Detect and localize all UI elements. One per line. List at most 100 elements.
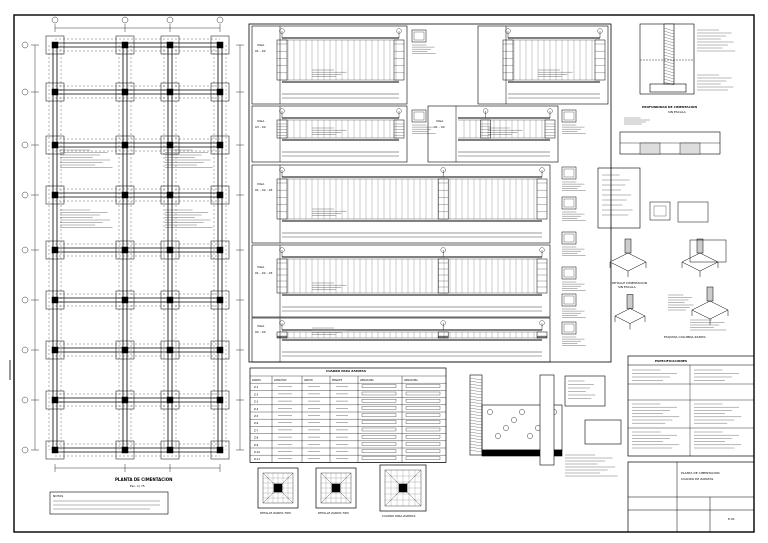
column xyxy=(166,246,174,254)
footing xyxy=(160,340,180,360)
column xyxy=(166,396,174,404)
grid-bubble xyxy=(21,446,29,454)
column xyxy=(166,191,174,199)
footing xyxy=(210,440,230,460)
footing xyxy=(160,82,180,102)
axis-bubble xyxy=(539,320,545,326)
beam-axes: 01 - 02 - 03 xyxy=(255,188,273,192)
column xyxy=(51,88,59,96)
footing xyxy=(210,290,230,310)
grid-bubble xyxy=(51,16,59,24)
section-scale: SIN ESCALA xyxy=(668,110,687,114)
grid-bubble xyxy=(21,141,29,149)
column xyxy=(166,88,174,96)
wall-foundation-detail xyxy=(469,374,622,477)
footing xyxy=(115,390,135,410)
footing-detail-label: CUADRO PARA ZAPATAS xyxy=(382,514,416,518)
axis-bubble xyxy=(279,108,285,114)
axis-bubble xyxy=(396,108,402,114)
grid-bubble xyxy=(166,16,174,24)
footing xyxy=(45,290,65,310)
column xyxy=(216,246,224,254)
footing-detail-label: DETALLE ZAPATA TIPO xyxy=(260,511,292,515)
footing xyxy=(115,135,135,155)
footing xyxy=(115,290,135,310)
column xyxy=(166,346,174,354)
cuadro-cell: Z-11 xyxy=(254,457,260,461)
column xyxy=(216,191,224,199)
footing xyxy=(115,35,135,55)
column xyxy=(51,191,59,199)
title-block-sheet: E-01 xyxy=(728,517,735,521)
right-details xyxy=(597,23,736,331)
footing xyxy=(210,135,230,155)
section-title: PROFUNDIDAD DE CIMENTACION xyxy=(642,105,697,109)
cuadro-header: ARMADURA xyxy=(360,379,374,382)
footing xyxy=(45,135,65,155)
footing xyxy=(45,340,65,360)
cuadro-cell: Z-8 xyxy=(254,436,259,440)
beam-axes: 01 - 04 xyxy=(434,125,445,129)
column xyxy=(121,191,129,199)
footing xyxy=(115,240,135,260)
column xyxy=(51,141,59,149)
stone xyxy=(519,409,525,415)
cuadro-cell: Z-10 xyxy=(254,450,260,454)
cuadro-header: ARMADURA xyxy=(404,379,418,382)
column xyxy=(51,346,59,354)
title-block: PLANTA DE CIMENTACION CUADRO DE ZAPATAS … xyxy=(627,461,755,533)
footing xyxy=(160,185,180,205)
beam-label: VIGA xyxy=(257,43,265,47)
stone xyxy=(495,433,501,439)
column xyxy=(216,88,224,96)
grid-bubble xyxy=(21,296,29,304)
column xyxy=(121,296,129,304)
column xyxy=(121,88,129,96)
cuadro-cell: Z-4 xyxy=(254,407,259,411)
footing xyxy=(210,185,230,205)
column xyxy=(51,41,59,49)
footing-details: DETALLE ZAPATA TIPO DETALLE ZAPATA TIPO CU… xyxy=(257,464,427,518)
axis-bubble xyxy=(547,108,553,114)
cuadro-cell: Z-5 xyxy=(254,414,259,418)
column xyxy=(121,246,129,254)
footing xyxy=(115,185,135,205)
plan-title: PLANTA DE CIMENTACION xyxy=(115,477,172,482)
sheet-border xyxy=(13,14,755,533)
grid-bubble xyxy=(21,396,29,404)
plan-scale: Esc. 1/ 75 xyxy=(130,484,145,488)
axis-bubble xyxy=(505,28,511,34)
axis-bubble xyxy=(279,167,285,173)
footing-detail-label: DETALLE ZAPATA TIPO xyxy=(318,511,350,515)
footing xyxy=(115,340,135,360)
column xyxy=(121,396,129,404)
grid-bubble xyxy=(21,246,29,254)
beam-label: VIGA xyxy=(436,119,444,123)
grid-bubble xyxy=(216,16,224,24)
axis-bubble xyxy=(279,247,285,253)
cuadro-cell: Z-9 xyxy=(254,443,259,447)
stone xyxy=(527,433,533,439)
footing xyxy=(210,240,230,260)
beam-axes: 03 - 04 xyxy=(255,125,266,129)
axis-bubble xyxy=(483,108,489,114)
stone xyxy=(511,417,517,423)
footing xyxy=(115,440,135,460)
footing xyxy=(210,82,230,102)
column xyxy=(121,141,129,149)
column xyxy=(166,141,174,149)
footing xyxy=(45,185,65,205)
foundation-plan xyxy=(21,16,244,472)
column xyxy=(166,41,174,49)
column xyxy=(216,141,224,149)
beam-axes: 02 - 04 xyxy=(255,330,266,334)
grid-bubble xyxy=(121,16,129,24)
grid-bubble xyxy=(21,191,29,199)
plan-notes-box: NOTAS xyxy=(49,491,169,515)
axis-bubble xyxy=(539,247,545,253)
column xyxy=(216,396,224,404)
stone xyxy=(503,425,509,431)
axis-bubble xyxy=(440,320,446,326)
footing xyxy=(160,240,180,260)
